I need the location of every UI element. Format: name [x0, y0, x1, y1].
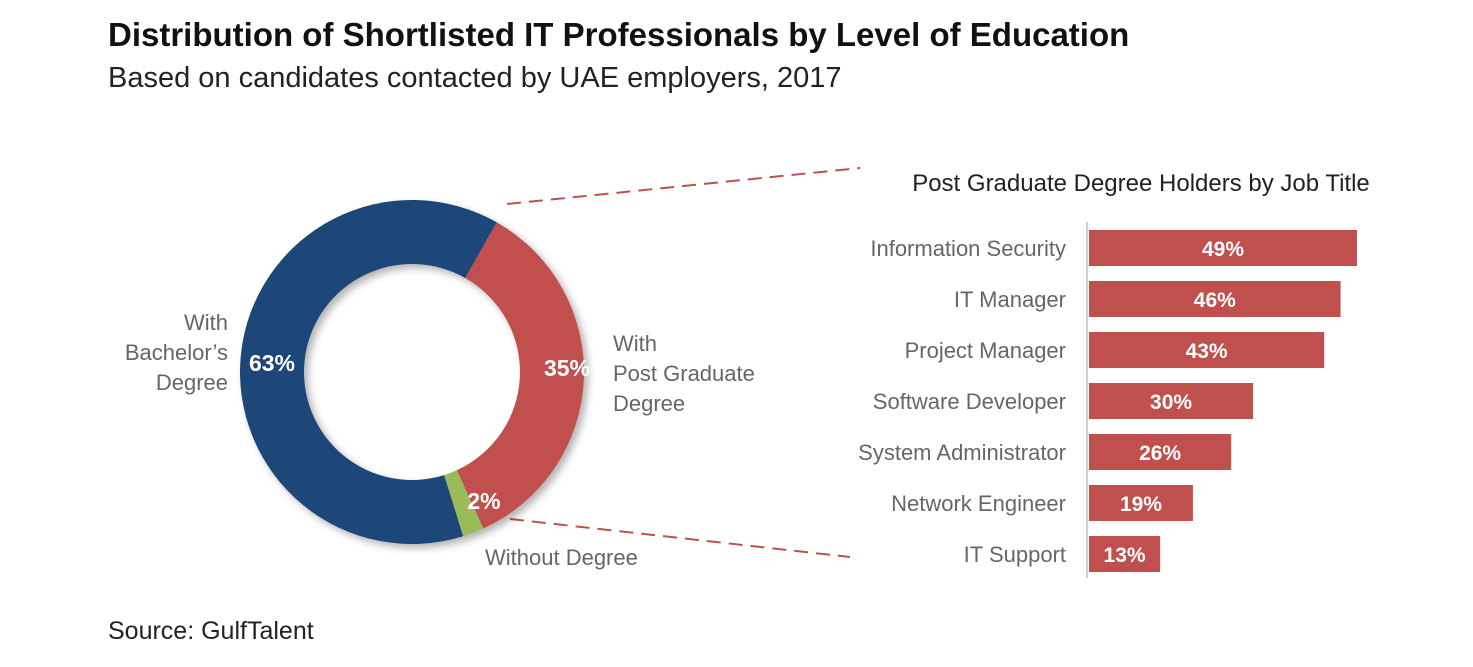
bar-chart-title: Post Graduate Degree Holders by Job Titl… — [912, 170, 1370, 197]
slice-value-label: 2% — [467, 488, 500, 514]
bar-category-label: IT Support — [964, 542, 1066, 567]
bar-value-label: 30% — [1150, 391, 1192, 414]
bar-category-label: Software Developer — [873, 389, 1066, 414]
slice-value-label: 63% — [249, 350, 295, 376]
slice-category-label: With — [613, 331, 657, 356]
bar — [1089, 281, 1341, 317]
connector-line-bottom — [509, 518, 851, 558]
bar-category-label: IT Manager — [954, 287, 1066, 312]
chart-subtitle: Based on candidates contacted by UAE emp… — [108, 62, 842, 94]
slice-category-label: Without Degree — [485, 545, 638, 570]
bar — [1089, 383, 1254, 419]
bar-value-label: 49% — [1202, 238, 1244, 261]
slice-category-label: Bachelor’s — [125, 340, 228, 365]
bar-category-label: Information Security — [870, 236, 1066, 261]
bar-value-label: 13% — [1104, 544, 1146, 567]
slice-value-label: 35% — [544, 355, 590, 381]
bar-category-label: System Administrator — [858, 440, 1066, 465]
source-note: Source: GulfTalent — [108, 617, 314, 645]
bar — [1089, 332, 1325, 368]
bar — [1089, 485, 1193, 521]
slice-category-label: Degree — [613, 391, 685, 416]
slice-category-label: Degree — [156, 370, 228, 395]
donut-chart — [240, 200, 585, 544]
donut-slice — [444, 470, 484, 537]
bar — [1089, 230, 1357, 266]
chart-title: Distribution of Shortlisted IT Professio… — [108, 16, 1130, 53]
connector-line-top — [506, 167, 861, 205]
bar-category-label: Network Engineer — [891, 491, 1066, 516]
slice-category-label: With — [184, 310, 228, 335]
bar-category-label: Project Manager — [905, 338, 1066, 363]
bar-value-label: 26% — [1139, 442, 1181, 465]
bar-value-label: 43% — [1186, 340, 1228, 363]
donut-slice — [240, 200, 497, 544]
bar — [1089, 536, 1161, 572]
slice-category-label: Post Graduate — [613, 361, 755, 386]
bar-value-label: 46% — [1194, 289, 1236, 312]
donut-slice — [456, 222, 585, 529]
bar — [1089, 434, 1232, 470]
bar-value-label: 19% — [1120, 493, 1162, 516]
